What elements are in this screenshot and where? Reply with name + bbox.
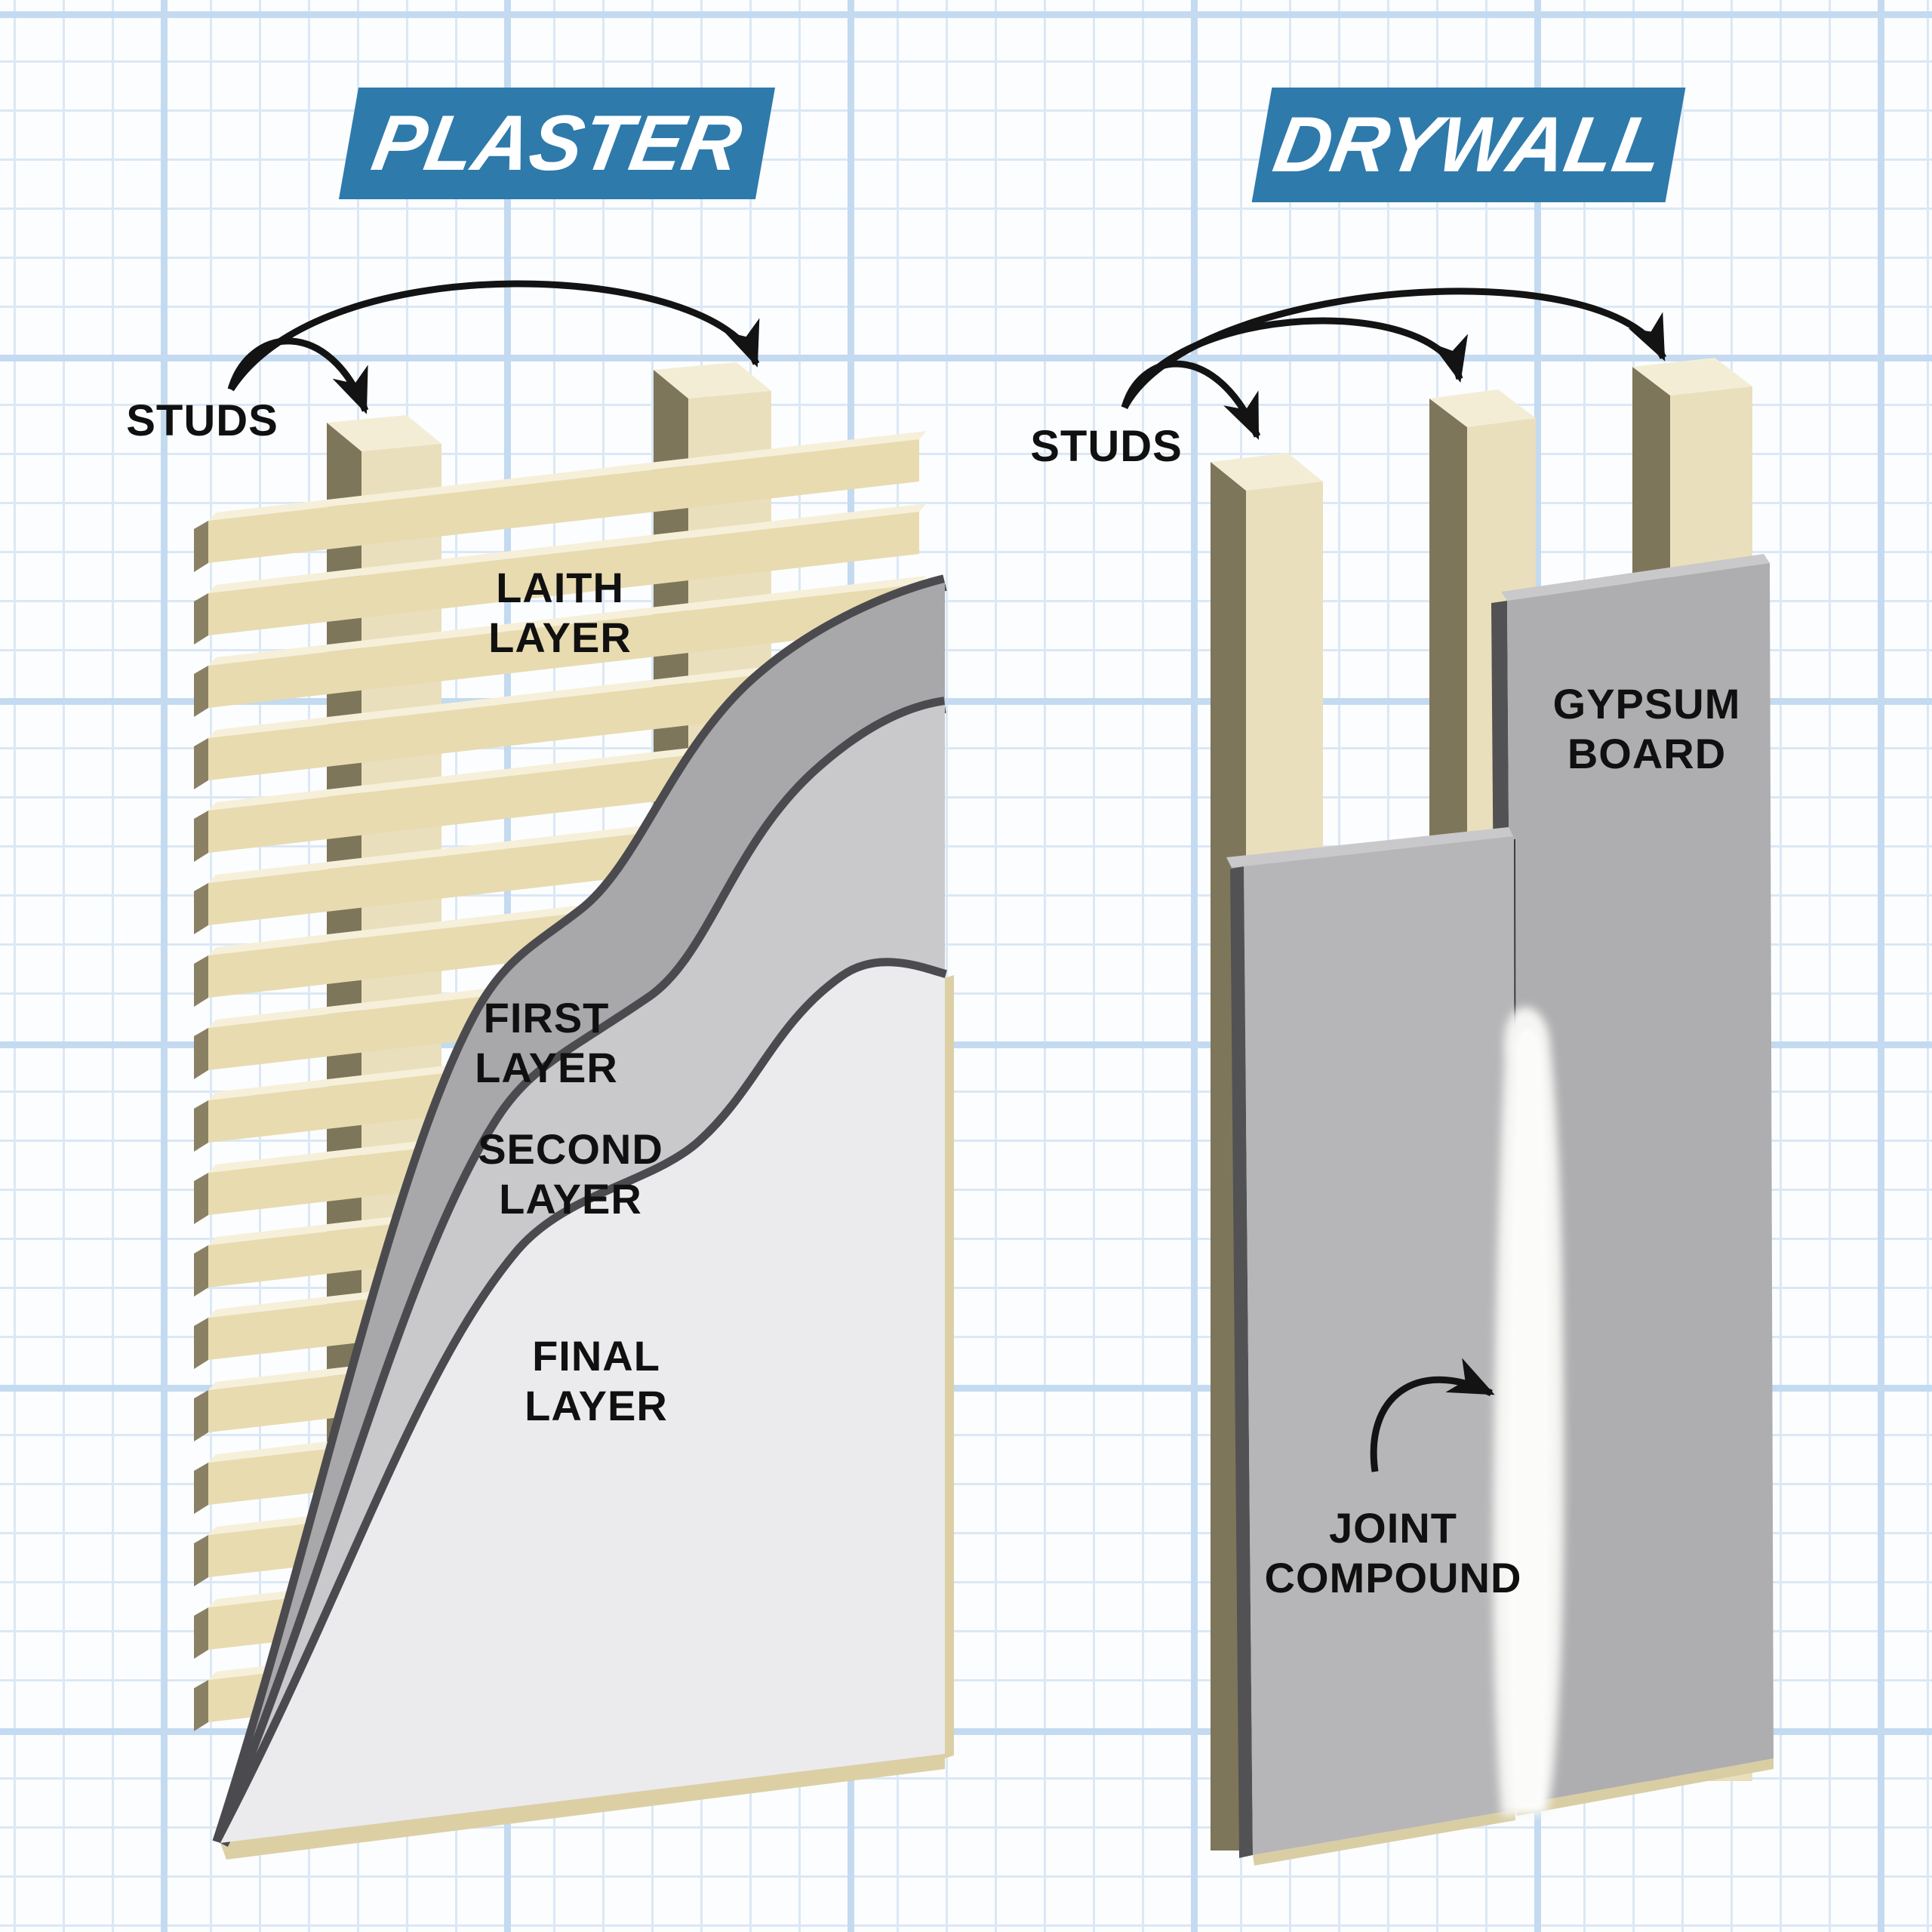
label-second-layer-line1: SECOND bbox=[478, 1125, 663, 1173]
label-joint-compound-line1: JOINT bbox=[1329, 1504, 1457, 1552]
label-first-layer: FIRST LAYER bbox=[411, 993, 682, 1092]
label-gypsum-board-line2: BOARD bbox=[1567, 729, 1727, 777]
drywall-assembly bbox=[1121, 288, 1774, 1866]
label-studs-right: STUDS bbox=[1030, 422, 1183, 471]
label-second-layer: SECOND LAYER bbox=[420, 1124, 721, 1223]
label-joint-compound-line2: COMPOUND bbox=[1264, 1553, 1522, 1601]
plaster-title-banner: PLASTER bbox=[338, 88, 776, 199]
drywall-title: DRYWALL bbox=[1267, 100, 1670, 189]
label-studs-left: STUDS bbox=[126, 396, 278, 445]
label-gypsum-board: GYPSUM BOARD bbox=[1511, 679, 1783, 778]
drywall-title-banner: DRYWALL bbox=[1251, 88, 1686, 202]
label-final-layer-line2: LAYER bbox=[525, 1381, 668, 1429]
label-lath-layer-line2: LAYER bbox=[488, 613, 632, 661]
drywall-studs-arrows bbox=[1121, 288, 1667, 440]
joint-compound-stripe bbox=[1493, 1007, 1564, 1816]
arrow-to-joint-compound-icon bbox=[1370, 1358, 1495, 1472]
plaster-studs-arrows bbox=[227, 280, 760, 414]
label-joint-compound: JOINT COMPOUND bbox=[1227, 1503, 1559, 1602]
label-final-layer: FINAL LAYER bbox=[460, 1331, 732, 1430]
label-lath-layer-line1: LAITH bbox=[496, 564, 624, 611]
plaster-assembly bbox=[194, 280, 954, 1860]
plaster-title: PLASTER bbox=[366, 99, 749, 187]
lath-bottom-edge bbox=[220, 1752, 945, 1860]
arrow-to-stud-3-icon bbox=[1121, 288, 1667, 410]
label-first-layer-line2: LAYER bbox=[475, 1043, 618, 1091]
gypsum-board-front-panel bbox=[1226, 827, 1515, 1866]
label-second-layer-line2: LAYER bbox=[499, 1174, 642, 1223]
arrow-to-left-stud-icon bbox=[227, 337, 369, 414]
label-first-layer-line1: FIRST bbox=[483, 994, 610, 1041]
label-final-layer-line1: FINAL bbox=[532, 1332, 660, 1380]
lath-right-edge bbox=[945, 975, 954, 1758]
plaster-final-layer bbox=[220, 966, 945, 1843]
arrow-to-right-stud-icon bbox=[228, 280, 760, 392]
label-lath-layer: LAITH LAYER bbox=[424, 563, 696, 662]
label-gypsum-board-line1: GYPSUM bbox=[1552, 680, 1741, 728]
